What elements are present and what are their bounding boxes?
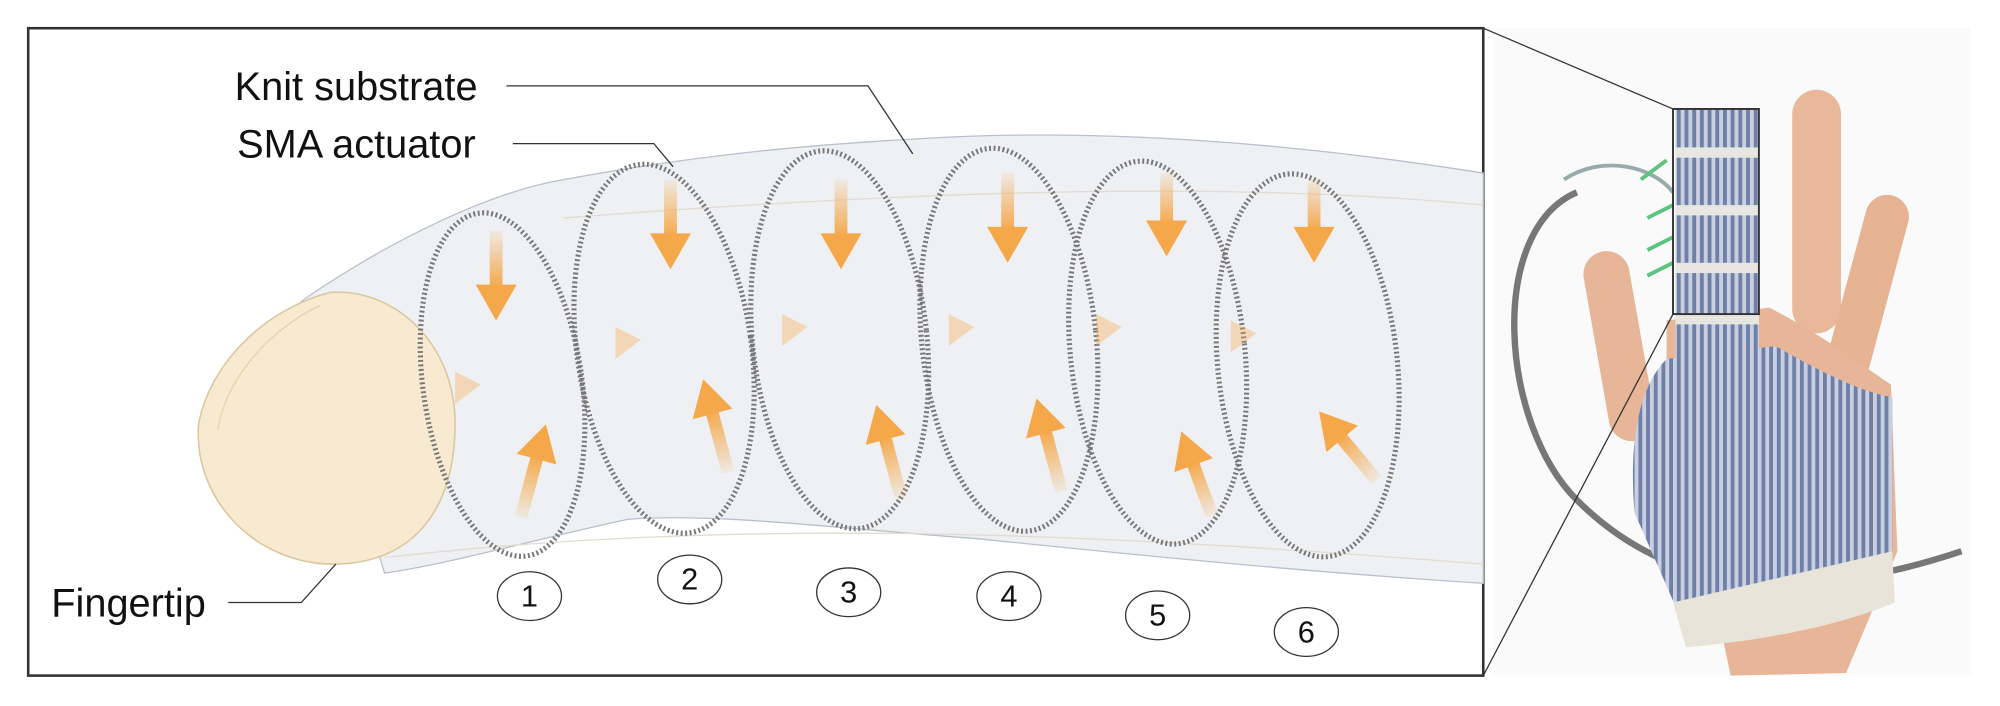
arrow-up-icon	[1026, 398, 1068, 494]
fingertip-label: Fingertip	[51, 582, 206, 626]
arrow-up-icon	[1319, 411, 1382, 485]
arrow-up-icon	[692, 379, 735, 474]
fingertip-shape	[197, 291, 456, 565]
arrow-up-icon	[514, 424, 557, 519]
zoom-connector-bottom	[1482, 313, 1674, 676]
arrow-down-icon	[1293, 179, 1335, 263]
svg-text:6: 6	[1298, 614, 1315, 649]
svg-text:4: 4	[1000, 578, 1017, 613]
arrow-down-icon	[987, 173, 1029, 263]
segment-number-2: 2	[657, 554, 723, 605]
arrow-down-icon	[820, 179, 862, 270]
sma-ring-5	[1066, 158, 1250, 547]
segment-number-3: 3	[815, 567, 882, 618]
svg-text:1: 1	[521, 578, 538, 613]
sma-ring-3	[748, 148, 932, 532]
segment-number-6: 6	[1273, 607, 1340, 658]
zoom-region-box	[1672, 108, 1760, 316]
arrow-up-icon	[1174, 431, 1219, 518]
svg-text:2: 2	[681, 562, 698, 597]
sma-actuator-label: SMA actuator	[237, 123, 476, 167]
svg-text:3: 3	[840, 575, 857, 610]
finger	[1792, 89, 1841, 334]
segment-number-5: 5	[1124, 590, 1191, 641]
knit-glove-body	[1632, 346, 1893, 616]
knit-substrate-label: Knit substrate	[235, 65, 478, 109]
arrow-down-icon	[649, 179, 691, 270]
arrow-down-icon	[1146, 173, 1188, 257]
sma-ring-6	[1213, 171, 1402, 560]
sma-actuator-leader	[512, 142, 674, 168]
fingertip-leader	[228, 563, 337, 604]
segment-number-1: 1	[496, 571, 563, 622]
hand-photo	[1493, 28, 1971, 676]
knit-substrate-tube	[300, 134, 1484, 584]
electrode-connectors	[1639, 158, 1674, 278]
arrow-down-icon	[475, 230, 517, 321]
finger	[1826, 194, 1909, 383]
thumb	[1583, 251, 1655, 442]
svg-text:5: 5	[1149, 598, 1166, 633]
arrow-up-icon	[865, 404, 908, 500]
zoom-connector-top	[1483, 27, 1674, 110]
force-arrows	[455, 173, 1382, 519]
sma-ring-4	[917, 145, 1101, 534]
segment-number-4: 4	[976, 571, 1042, 622]
knit-substrate-leader	[506, 85, 914, 155]
